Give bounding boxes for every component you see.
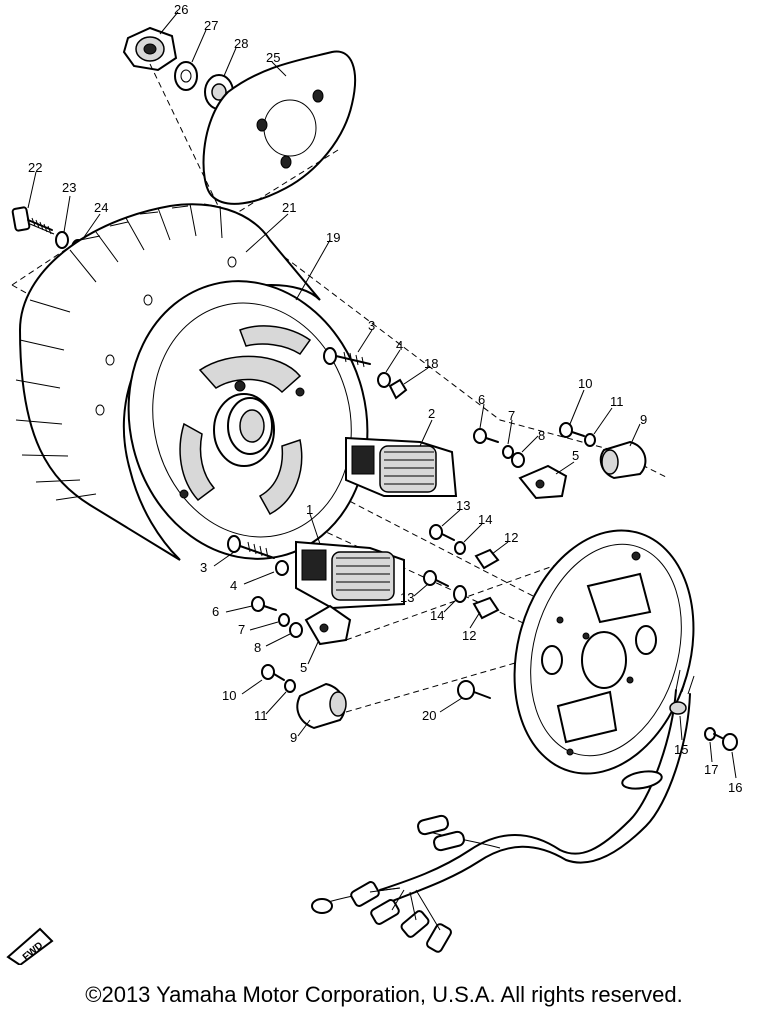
washer-8-left [289, 622, 303, 638]
nut-26 [122, 26, 178, 72]
contact-breaker-5-right [518, 464, 568, 500]
label-13-lower: 13 [400, 590, 414, 605]
label-25: 25 [266, 50, 280, 65]
condenser-9-right [599, 440, 647, 480]
copyright-notice: ©2013 Yamaha Motor Corporation, U.S.A. A… [85, 982, 683, 1007]
label-14-upper: 14 [478, 512, 492, 527]
label-21: 21 [282, 200, 296, 215]
label-7-right: 7 [508, 408, 515, 423]
gasket-plate-25 [202, 50, 357, 205]
screw-10-left [261, 664, 285, 681]
washer-7-right [502, 445, 514, 459]
washer-7-left [278, 613, 290, 627]
clip-18 [388, 378, 408, 400]
label-9-right: 9 [640, 412, 647, 427]
label-27: 27 [204, 18, 218, 33]
grommet-15 [669, 701, 687, 715]
wire-harness [311, 669, 695, 953]
bolt-22 [11, 206, 55, 235]
label-23: 23 [62, 180, 76, 195]
label-2: 2 [428, 406, 435, 421]
label-12-lower: 12 [462, 628, 476, 643]
washer-27 [174, 61, 198, 91]
label-7-left: 7 [238, 622, 245, 637]
label-12-upper: 12 [504, 530, 518, 545]
washer-11-left [284, 679, 296, 693]
label-5-left: 5 [300, 660, 307, 675]
label-8-left: 8 [254, 640, 261, 655]
label-16: 16 [728, 780, 742, 795]
label-4-lower: 4 [230, 578, 237, 593]
screw-16 [713, 733, 738, 751]
label-3-upper: 3 [368, 318, 375, 333]
label-18: 18 [424, 356, 438, 371]
condenser-9-left [296, 682, 347, 730]
washer-8-right [511, 452, 525, 468]
label-4-upper: 4 [396, 338, 403, 353]
label-10-right: 10 [578, 376, 592, 391]
screw-6-left [251, 596, 277, 612]
screw-20 [457, 680, 491, 700]
screw-13-upper [429, 524, 455, 541]
clip-12-upper [474, 548, 500, 570]
label-19: 19 [326, 230, 340, 245]
coil-2 [345, 436, 458, 497]
screw-13-lower [423, 570, 449, 587]
washer-4-lower [275, 560, 289, 576]
stator-base-plate [513, 529, 695, 775]
washer-14-lower [453, 585, 467, 603]
label-24: 24 [94, 200, 108, 215]
label-22: 22 [28, 160, 42, 175]
screw-3-upper [323, 347, 371, 368]
washer-23 [55, 231, 69, 249]
contact-breaker-5-left [304, 604, 352, 646]
label-13-upper: 13 [456, 498, 470, 513]
washer-4-upper [377, 372, 391, 388]
label-5-right: 5 [572, 448, 579, 463]
washer-11-right [584, 433, 596, 447]
label-11-left: 11 [254, 708, 268, 723]
screw-6-right [473, 428, 499, 444]
screw-10-right [559, 422, 585, 438]
label-1: 1 [306, 502, 313, 517]
label-9-left: 9 [290, 730, 297, 745]
label-3-lower: 3 [200, 560, 207, 575]
label-11-right: 11 [610, 394, 624, 409]
label-26: 26 [174, 2, 188, 17]
label-28: 28 [234, 36, 248, 51]
label-8-right: 8 [538, 428, 545, 443]
coil-1 [295, 540, 405, 610]
label-6-right: 6 [478, 392, 485, 407]
washer-14-upper [454, 541, 466, 555]
label-6-left: 6 [212, 604, 219, 619]
rotor-19 [127, 280, 369, 560]
forward-arrow-icon: FWD [6, 927, 54, 965]
label-15: 15 [674, 742, 688, 757]
label-14-lower: 14 [430, 608, 444, 623]
label-10-left: 10 [222, 688, 236, 703]
label-20: 20 [422, 708, 436, 723]
label-17: 17 [704, 762, 718, 777]
